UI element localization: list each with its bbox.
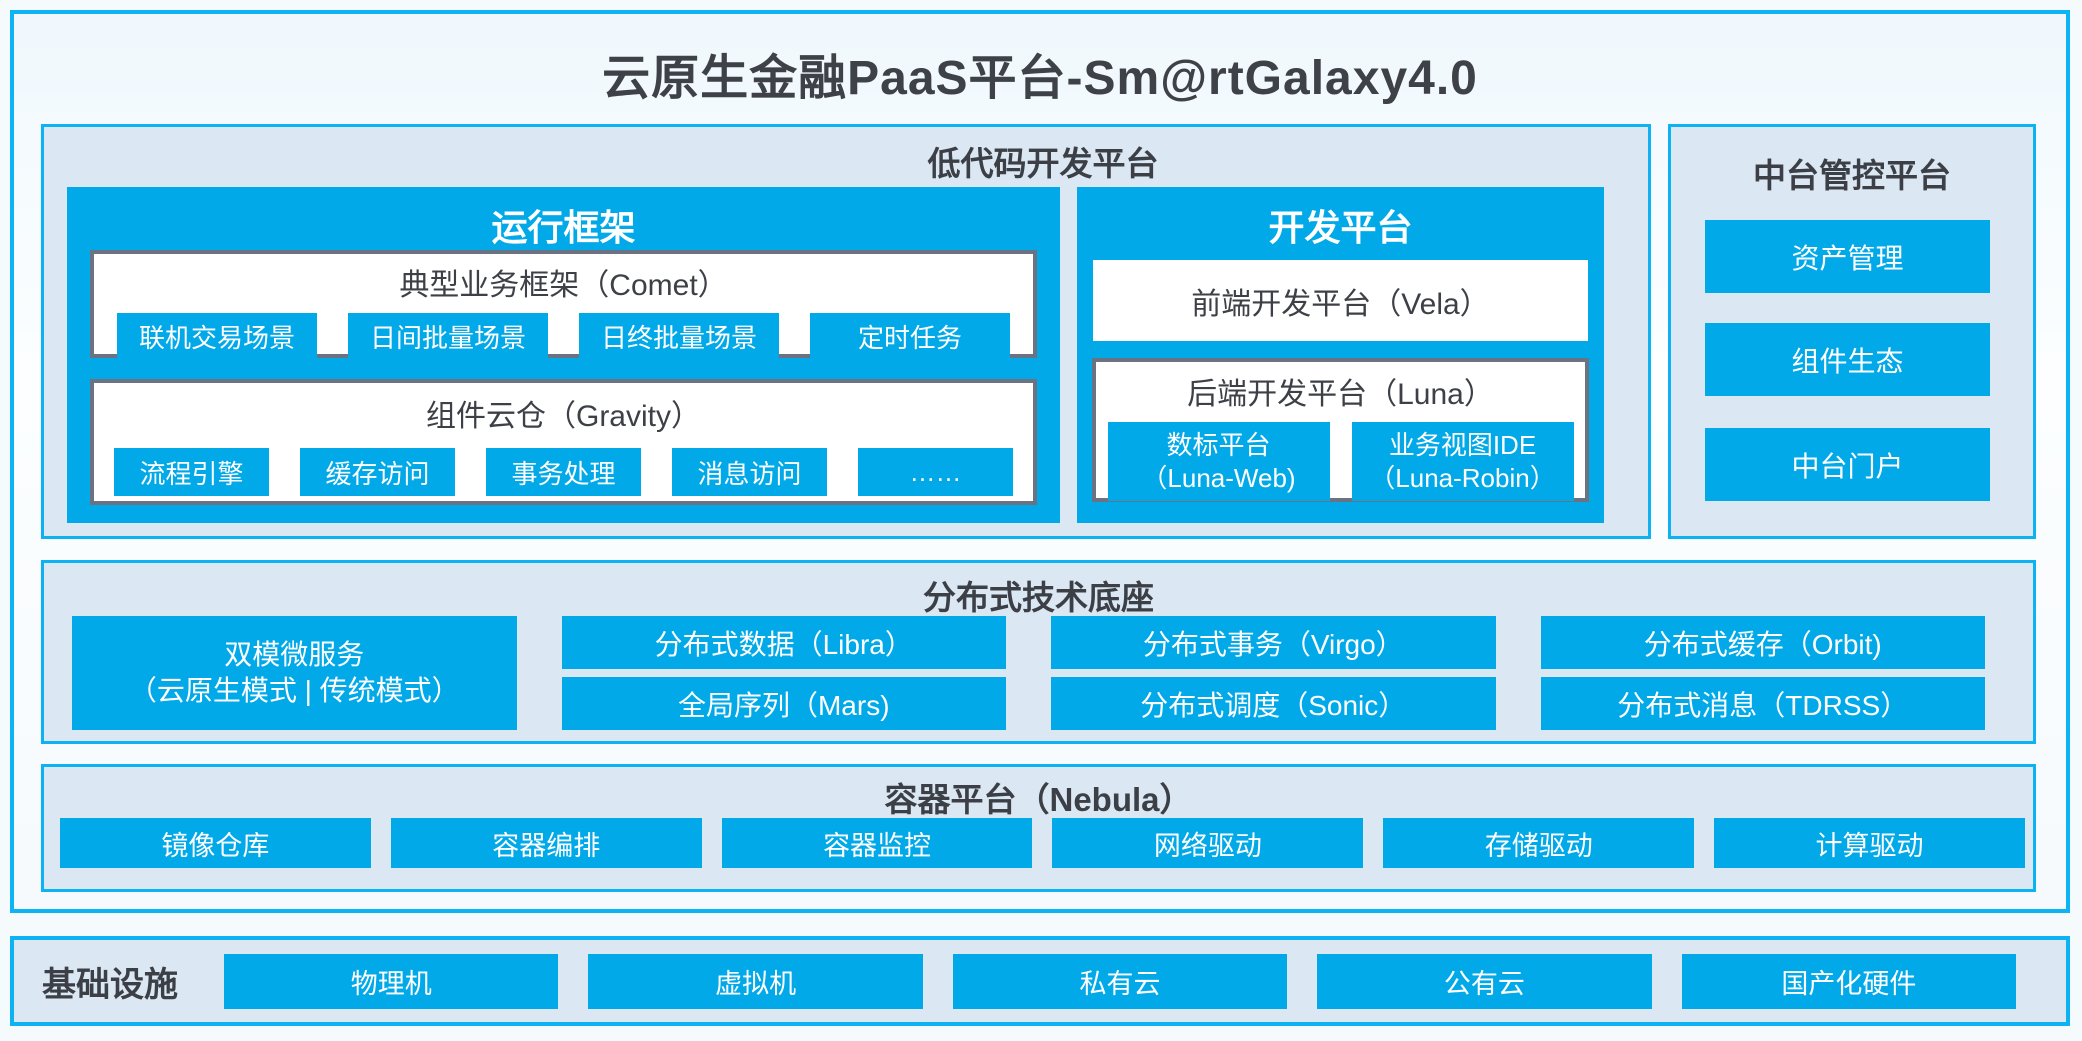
dual-mode-line1: 双模微服务 — [224, 638, 365, 670]
distributed-items-row: 双模微服务 （云原生模式 | 传统模式） 分布式数据（Libra） 全局序列（M… — [72, 616, 1985, 730]
diagram-block-image-registry: 镜像仓库 — [60, 818, 371, 868]
luna-web-line1: 数标平台 — [1166, 430, 1271, 460]
luna-title: 后端开发平台（Luna） — [1187, 378, 1494, 411]
midplatform-header: 中台管控平台 — [1753, 157, 1951, 194]
diagram-block-distributed-data-libra: 分布式数据（Libra） — [561, 616, 1006, 669]
diagram-block-cache-access: 缓存访问 — [300, 448, 455, 496]
diagram-block-scheduled-task: 定时任务 — [810, 313, 1010, 359]
diagram-block-private-cloud: 私有云 — [952, 953, 1288, 1009]
lowcode-platform-header: 低代码开发平台 — [927, 145, 1159, 182]
dev-platform-box: 开发平台 前端开发平台（Vela） 后端开发平台（Luna） 数标平台 （Lun… — [1077, 187, 1604, 523]
diagram-block-endofday-batch: 日终批量场景 — [579, 313, 779, 359]
distributed-tech-base-header: 分布式技术底座 — [923, 579, 1154, 616]
gravity-items-row: 流程引擎 缓存访问 事务处理 消息访问 …… — [94, 448, 1033, 496]
infrastructure-header: 基础设施 — [42, 965, 178, 1004]
comet-business-framework-box: 典型业务框架（Comet） 联机交易场景 日间批量场景 日终批量场景 定时任务 — [90, 250, 1037, 359]
luna-items-row: 数标平台 （Luna-Web) 业务视图IDE （Luna-Robin） — [1096, 422, 1585, 501]
dev-platform-title: 开发平台 — [1268, 207, 1413, 248]
luna-web-line2: （Luna-Web) — [1141, 462, 1296, 493]
runtime-framework-box: 运行框架 典型业务框架（Comet） 联机交易场景 日间批量场景 日终批量场景 … — [67, 187, 1060, 523]
diagram-block-domestic-hardware: 国产化硬件 — [1681, 953, 2017, 1009]
distributed-col-2: 分布式事务（Virgo） 分布式调度（Sonic） — [1051, 616, 1496, 730]
infrastructure-panel: 基础设施 物理机 虚拟机 私有云 公有云 国产化硬件 — [10, 936, 2070, 1026]
infrastructure-items-row: 物理机 虚拟机 私有云 公有云 国产化硬件 — [224, 953, 2017, 1009]
diagram-block-public-cloud: 公有云 — [1317, 953, 1652, 1009]
distributed-col-dual-mode: 双模微服务 （云原生模式 | 传统模式） — [72, 616, 517, 730]
diagram-block-daytime-batch: 日间批量场景 — [348, 313, 548, 359]
diagram-block-distributed-message-tdrss: 分布式消息（TDRSS） — [1540, 677, 1985, 730]
diagram-block-network-driver: 网络驱动 — [1052, 818, 1364, 868]
diagram-block-luna-robin: 业务视图IDE （Luna-Robin） — [1351, 422, 1574, 501]
gravity-component-warehouse-box: 组件云仓（Gravity） 流程引擎 缓存访问 事务处理 消息访问 …… — [90, 379, 1037, 505]
container-platform-items-row: 镜像仓库 容器编排 容器监控 网络驱动 存储驱动 计算驱动 — [60, 818, 2025, 868]
comet-title: 典型业务框架（Comet） — [399, 269, 728, 302]
diagram-block-message-access: 消息访问 — [672, 448, 827, 496]
diagram-block-container-monitoring: 容器监控 — [721, 818, 1033, 868]
diagram-block-ellipsis: …… — [858, 448, 1013, 496]
platform-container: 云原生金融PaaS平台-Sm@rtGalaxy4.0 低代码开发平台 运行框架 … — [10, 10, 2070, 913]
diagram-block-container-orchestration: 容器编排 — [390, 818, 702, 868]
vela-frontend-box: 前端开发平台（Vela） — [1093, 260, 1588, 341]
diagram-block-dual-mode-microservice: 双模微服务 （云原生模式 | 传统模式） — [72, 616, 517, 730]
diagram-block-luna-web: 数标平台 （Luna-Web) — [1107, 422, 1330, 501]
diagram-block-physical-machine: 物理机 — [224, 953, 559, 1009]
diagram-block-global-sequence-mars: 全局序列（Mars) — [561, 677, 1006, 730]
luna-backend-box: 后端开发平台（Luna） 数标平台 （Luna-Web) 业务视图IDE （Lu… — [1092, 358, 1589, 502]
diagram-block-virtual-machine: 虚拟机 — [588, 953, 923, 1009]
gravity-title: 组件云仓（Gravity） — [425, 400, 701, 433]
diagram-block-storage-driver: 存储驱动 — [1383, 818, 1695, 868]
diagram-block-asset-management: 资产管理 — [1705, 220, 1990, 293]
comet-items-row: 联机交易场景 日间批量场景 日终批量场景 定时任务 — [94, 313, 1033, 359]
vela-title: 前端开发平台（Vela） — [1191, 287, 1490, 321]
container-platform-panel: 容器平台（Nebula） 镜像仓库 容器编排 容器监控 网络驱动 存储驱动 计算… — [41, 764, 2036, 892]
diagram-block-transaction-processing: 事务处理 — [486, 448, 641, 496]
distributed-tech-base-panel: 分布式技术底座 双模微服务 （云原生模式 | 传统模式） 分布式数据（Libra… — [41, 560, 2036, 744]
diagram-block-distributed-cache-orbit: 分布式缓存（Orbit) — [1540, 616, 1985, 669]
diagram-block-online-trading: 联机交易场景 — [117, 313, 317, 359]
luna-robin-line2: （Luna-Robin） — [1369, 462, 1556, 493]
diagram-block-process-engine: 流程引擎 — [114, 448, 269, 496]
diagram-block-midplatform-portal: 中台门户 — [1705, 428, 1990, 501]
distributed-col-3: 分布式缓存（Orbit) 分布式消息（TDRSS） — [1540, 616, 1985, 730]
dual-mode-line2: （云原生模式 | 传统模式） — [128, 675, 460, 706]
luna-robin-line1: 业务视图IDE — [1388, 430, 1537, 460]
lowcode-platform-panel: 低代码开发平台 运行框架 典型业务框架（Comet） 联机交易场景 日间批量场景… — [41, 124, 1651, 539]
distributed-col-1: 分布式数据（Libra） 全局序列（Mars) — [561, 616, 1006, 730]
diagram-block-component-ecosystem: 组件生态 — [1705, 323, 1990, 396]
diagram-title: 云原生金融PaaS平台-Sm@rtGalaxy4.0 — [602, 52, 1478, 105]
container-platform-header: 容器平台（Nebula） — [884, 781, 1193, 818]
diagram-block-distributed-transaction-virgo: 分布式事务（Virgo） — [1051, 616, 1496, 669]
diagram-block-compute-driver: 计算驱动 — [1714, 818, 2025, 868]
runtime-framework-title: 运行框架 — [491, 207, 636, 248]
diagram-block-distributed-scheduling-sonic: 分布式调度（Sonic） — [1051, 677, 1496, 730]
midplatform-control-panel: 中台管控平台 资产管理 组件生态 中台门户 — [1668, 124, 2036, 539]
